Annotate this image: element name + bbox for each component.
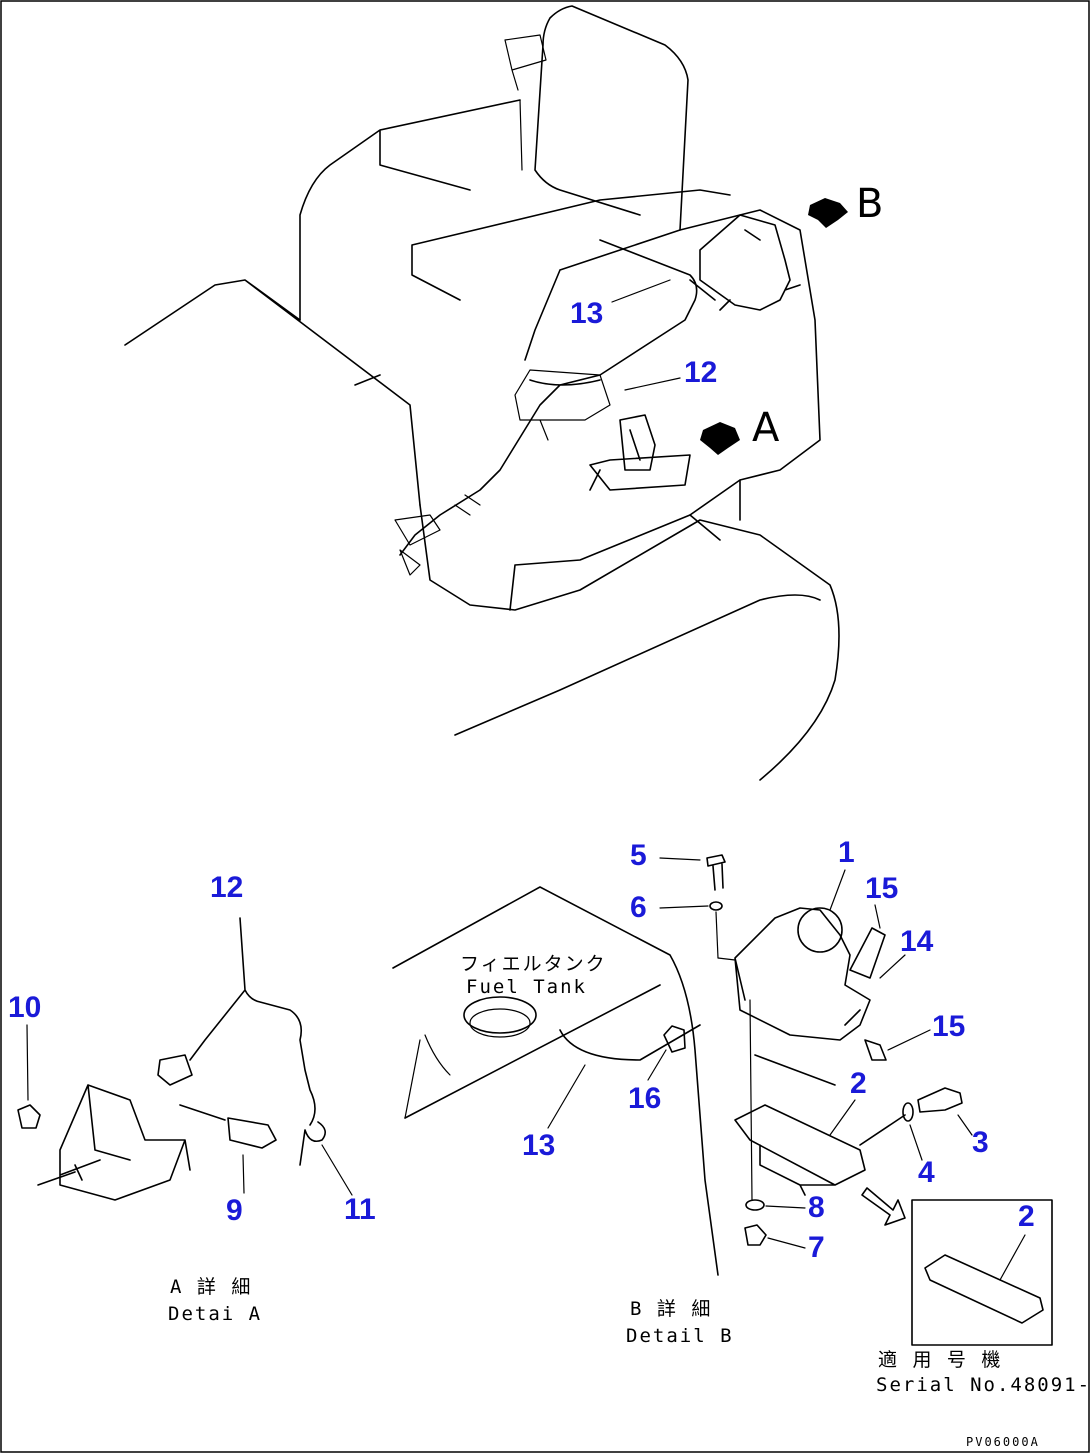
callout-detB-8: 8 [808, 1191, 825, 1224]
machine-overview-drawing [124, 5, 840, 781]
cable-end-bracket [394, 494, 481, 576]
control-cable [399, 239, 716, 556]
callout-detA-11: 11 [344, 1193, 376, 1226]
leader-detB-16 [647, 1049, 667, 1081]
callout-top-12: 12 [684, 356, 717, 389]
fuel-tank-edge [404, 1034, 451, 1119]
leader-detB-14 [879, 954, 906, 979]
view-label-b: B [856, 181, 883, 227]
plate-2 [734, 1104, 866, 1196]
callout-detA-12: 12 [210, 871, 243, 904]
mount-plate [514, 369, 611, 441]
hollow-arrow-icon [861, 1187, 906, 1226]
callout-detA-10: 10 [8, 991, 41, 1024]
callout-detB-5: 5 [630, 839, 647, 872]
leader-detB-15b [887, 1029, 931, 1051]
bolt-3 [859, 1087, 963, 1146]
harness-12 [189, 917, 316, 1126]
washer-6 [709, 901, 723, 911]
clip-16 [663, 1025, 686, 1053]
leader-detA-10 [26, 1024, 29, 1101]
leader-detB-7 [767, 1237, 806, 1249]
detail-a-drawing [17, 917, 326, 1201]
lever-14 [844, 927, 887, 1061]
fuel-tank-outline [392, 886, 836, 1276]
nut-7 [744, 1224, 767, 1246]
lever-bracket-a [589, 414, 691, 491]
leader-detB-3 [957, 1114, 973, 1136]
leader-top-12 [624, 377, 681, 391]
fuel-dial-housing [734, 907, 871, 1041]
connector-11 [299, 1121, 326, 1166]
console-box [509, 209, 821, 611]
callout-detB-7: 7 [808, 1231, 825, 1264]
detail-b-drawing [392, 854, 1053, 1346]
washer-8 [745, 1199, 765, 1211]
leader-detB-8 [765, 1205, 806, 1209]
view-arrow-b: B [808, 181, 883, 228]
callout-serial-2: 2 [1018, 1200, 1035, 1233]
detail-b-caption-jp: B 詳 細 [630, 1298, 712, 1320]
leader-detB-6 [659, 905, 709, 909]
switch-9 [179, 1104, 277, 1149]
screw-axis-2 [717, 957, 736, 961]
seat-cushion [299, 99, 731, 321]
screw-5 [706, 854, 726, 891]
leader-detA-11 [321, 1144, 353, 1196]
fuel-tank-label-en: Fuel Tank [466, 976, 587, 998]
arrow-a-icon [700, 422, 740, 455]
callout-detB-1: 1 [838, 836, 855, 869]
callout-detA-9: 9 [226, 1194, 243, 1227]
headrest-bracket [504, 34, 547, 171]
stud [37, 1164, 83, 1186]
callout-detB-3: 3 [972, 1126, 989, 1159]
serial-caption-jp: 適 用 号 機 [878, 1349, 1002, 1371]
leader-top-13 [611, 279, 671, 303]
screw-axis [715, 911, 719, 959]
fuel-dial-b [699, 214, 801, 311]
leader-detB-15a [874, 904, 881, 929]
arrow-b-icon [808, 198, 848, 228]
serial-inset-box [911, 1199, 1053, 1346]
leader-detA-9 [242, 1154, 245, 1194]
dial-knob [797, 907, 843, 953]
floor-body [419, 479, 840, 781]
nut-10 [17, 1104, 41, 1129]
serial-caption-en: Serial No.48091- [876, 1374, 1090, 1396]
detail-b-caption-en: Detail B [626, 1325, 734, 1347]
fuel-tank-label-jp: フィエルタンク [460, 953, 607, 975]
washer-4 [902, 1102, 914, 1122]
fuel-cap-inner [469, 1008, 531, 1038]
drawing-code: PV06000A [966, 1435, 1040, 1449]
fuel-cap [463, 996, 537, 1034]
callout-detB-15b: 15 [932, 1010, 965, 1043]
callout-detB-2: 2 [850, 1067, 867, 1100]
leader-detB-13 [547, 1064, 586, 1129]
leader-serial-2 [999, 1234, 1026, 1281]
callout-top-13: 13 [570, 297, 603, 330]
leader-detB-4 [909, 1124, 923, 1161]
seat-back [534, 5, 689, 231]
leader-detB-1 [829, 869, 846, 911]
bracket-base [59, 1084, 191, 1201]
callout-detB-4: 4 [918, 1156, 935, 1189]
detail-a-caption-en: Detai A [168, 1303, 262, 1325]
leader-detB-2 [829, 1099, 856, 1136]
callout-detB-16: 16 [628, 1082, 661, 1115]
view-arrow-a: A [700, 405, 780, 455]
callout-detB-14: 14 [900, 925, 934, 958]
cabin-left [124, 279, 421, 506]
bolt-axis [749, 999, 753, 1201]
callout-detB-15a: 15 [865, 872, 898, 905]
serial-plate-2 [924, 1254, 1044, 1324]
callout-detB-6: 6 [630, 891, 647, 924]
detail-a-caption-jp: A 詳 細 [170, 1276, 252, 1298]
callout-detB-13: 13 [522, 1129, 555, 1162]
leader-detB-5 [659, 857, 701, 861]
view-label-a: A [752, 405, 780, 451]
connector-left [157, 1054, 193, 1086]
